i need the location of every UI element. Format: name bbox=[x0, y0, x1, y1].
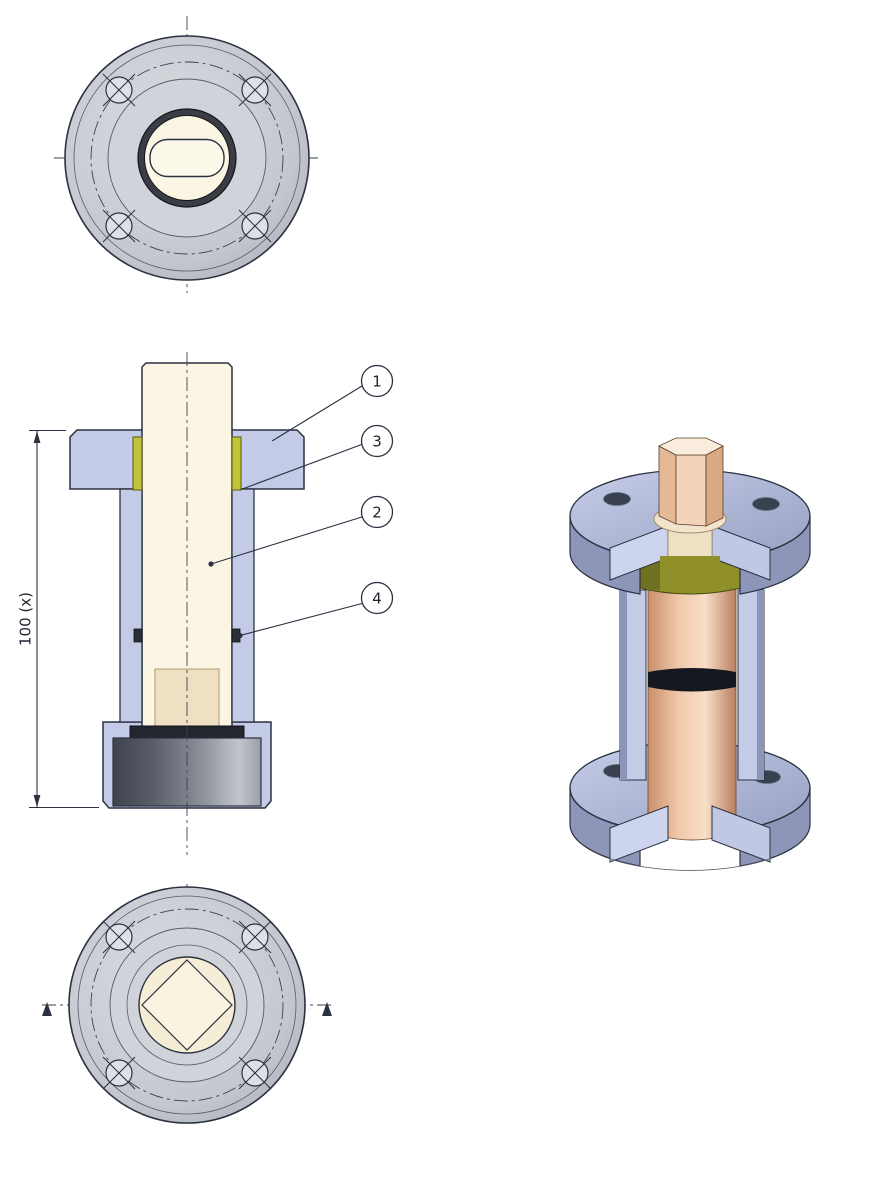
balloon-circle bbox=[360, 495, 394, 529]
bolt-holes bbox=[102, 73, 272, 243]
tube-wall-left-shade bbox=[620, 590, 627, 780]
bolt-hole-cross-icon bbox=[102, 73, 136, 107]
bolt-hole bbox=[238, 209, 272, 243]
balloon-circle bbox=[360, 424, 394, 458]
callout-1: 1 bbox=[271, 364, 394, 442]
leader-dot-icon bbox=[208, 561, 214, 567]
balloon-label: 4 bbox=[372, 590, 382, 608]
leader-line bbox=[239, 602, 363, 637]
bolt-hole-iso bbox=[752, 497, 780, 511]
callouts: 1 3 2 4 bbox=[208, 364, 394, 639]
leader-line bbox=[210, 516, 363, 565]
bolt-hole-cross-icon bbox=[238, 920, 272, 954]
seal-reveal bbox=[660, 556, 720, 589]
balloon-label: 3 bbox=[372, 433, 382, 451]
section-arrow-right-icon bbox=[322, 1002, 332, 1016]
top-view bbox=[54, 16, 320, 293]
bolt-hole-cross-icon bbox=[102, 209, 136, 243]
section-arrow-left-icon bbox=[42, 1002, 52, 1016]
seal-ring-right bbox=[231, 436, 242, 491]
balloon-circle bbox=[360, 364, 394, 398]
bolt-hole bbox=[102, 73, 136, 107]
bolt-hole-cross-icon bbox=[238, 1056, 272, 1090]
bolt-circle-centerline bbox=[90, 61, 284, 255]
wiper-seal-left bbox=[133, 628, 143, 643]
dimension-label: 100 (x) bbox=[17, 592, 35, 646]
callout-4: 4 bbox=[237, 581, 394, 639]
leader-line bbox=[240, 443, 362, 491]
bolt-circle-centerline bbox=[90, 908, 284, 1102]
hex-face-front bbox=[675, 454, 707, 527]
bolt-hole-cross-icon bbox=[102, 920, 136, 954]
hex-face-left bbox=[658, 445, 677, 525]
bore-step-circle bbox=[126, 944, 248, 1066]
tube-wall-left bbox=[119, 488, 143, 723]
bolt-hole-cross-icon bbox=[102, 1056, 136, 1090]
bolt-holes bbox=[102, 920, 272, 1090]
square-drive bbox=[141, 959, 233, 1051]
bolt-hole bbox=[238, 1056, 272, 1090]
hex-face-right bbox=[705, 445, 724, 527]
dimension-arrow-up-icon bbox=[33, 431, 41, 443]
bolt-hole bbox=[102, 209, 136, 243]
shaft-iso bbox=[647, 551, 737, 841]
bottom-section-face-left bbox=[609, 805, 669, 863]
dimension-100x: 100 (x) bbox=[17, 430, 99, 808]
bolt-hole-cross-icon bbox=[238, 73, 272, 107]
hex-drive bbox=[658, 437, 724, 527]
bolt-hole bbox=[102, 920, 136, 954]
balloon-label: 1 bbox=[372, 373, 382, 391]
bolt-hole bbox=[238, 73, 272, 107]
bottom-flange-bottom-edge bbox=[607, 857, 773, 871]
callout-2: 2 bbox=[208, 495, 394, 567]
bolt-hole bbox=[102, 1056, 136, 1090]
flange-chamfer-circle bbox=[77, 895, 297, 1115]
center-slot bbox=[149, 138, 225, 178]
tube-wall-right bbox=[231, 488, 255, 723]
front-section-view: 100 (x) 1 3 2 4 bbox=[17, 352, 394, 855]
bolt-hole-cross-icon bbox=[238, 209, 272, 243]
bottom-section-face-right bbox=[711, 805, 771, 863]
bolt-hole bbox=[238, 920, 272, 954]
oring-iso bbox=[648, 668, 736, 692]
dimension-arrow-down-icon bbox=[33, 795, 41, 807]
balloon-circle bbox=[360, 581, 394, 615]
flange-chamfer-circle bbox=[73, 44, 301, 272]
balloon-label: 2 bbox=[372, 504, 382, 522]
hex-top-face bbox=[658, 437, 724, 456]
leader-dot-icon bbox=[237, 632, 243, 639]
seal-ring-left bbox=[132, 436, 143, 491]
leader-line bbox=[271, 385, 363, 442]
bolt-hole-iso bbox=[603, 492, 631, 506]
tube-wall-right-shade bbox=[757, 590, 764, 780]
callout-3: 3 bbox=[240, 424, 394, 491]
bottom-view bbox=[42, 884, 332, 1126]
isometric-view bbox=[569, 437, 811, 871]
